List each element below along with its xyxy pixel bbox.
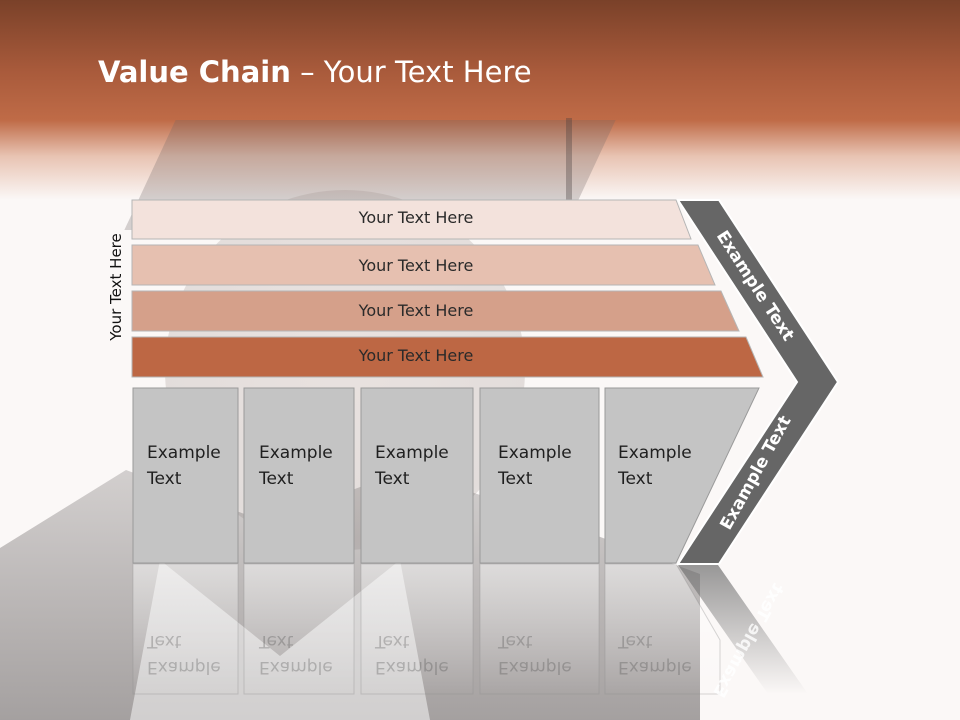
row-label-3: Your Text Here [358, 301, 474, 320]
column-box-3[interactable] [360, 387, 474, 564]
column-text-line1: Example [375, 443, 449, 463]
column-text-line2: Text [375, 469, 410, 489]
column-reflection [604, 563, 721, 695]
column-reflection [132, 563, 239, 695]
reflection-line2: Text [498, 631, 533, 651]
column-text-reflection: Example Text [498, 628, 572, 680]
reflection-line2: Text [259, 631, 294, 651]
column-text-line2: Text [618, 469, 653, 489]
column-text-line2: Text [147, 469, 182, 489]
column-text-line1: Example [618, 443, 692, 463]
reflection-line1: Example [498, 657, 572, 677]
reflection-group [132, 563, 808, 695]
slide-title-bold: Value Chain [98, 55, 291, 89]
column-reflection [243, 563, 355, 695]
row-bar-4[interactable] [131, 336, 764, 378]
column-box-1[interactable] [132, 387, 239, 564]
column-box-5[interactable] [604, 387, 760, 564]
column-text-reflection: Example Text [147, 628, 221, 680]
reflection-line1: Example [375, 657, 449, 677]
reflection-line2: Text [147, 631, 182, 651]
row-bar-1[interactable] [131, 199, 692, 240]
column-text-line1: Example [259, 443, 333, 463]
column-text-reflection: Example Text [375, 628, 449, 680]
row-label-4: Your Text Here [358, 346, 474, 365]
slide-title[interactable]: Value Chain – Your Text Here [98, 55, 532, 89]
column-text-reflection: Example Text [259, 628, 333, 680]
reflection-line1: Example [618, 657, 692, 677]
reflection-line1: Example [147, 657, 221, 677]
column-text-line2: Text [259, 469, 294, 489]
row-label-1: Your Text Here [358, 208, 474, 227]
header-band [0, 0, 960, 200]
column-reflection [360, 563, 474, 695]
row-bar-2[interactable] [131, 244, 716, 286]
row-bar-3[interactable] [131, 290, 740, 332]
column-reflection [479, 563, 600, 695]
column-box-4[interactable] [479, 387, 600, 564]
chevron-reflection [678, 565, 808, 694]
column-text-reflection: Example Text [618, 628, 692, 680]
row-label-2: Your Text Here [358, 256, 474, 275]
slide-title-rest: – Your Text Here [290, 55, 532, 89]
background-photo-tassel [566, 118, 572, 218]
column-text-line2: Text [498, 469, 533, 489]
reflection-line2: Text [375, 631, 410, 651]
column-box-2[interactable] [243, 387, 355, 564]
reflection-line1: Example [259, 657, 333, 677]
column-text-line1: Example [147, 443, 221, 463]
column-text-line1: Example [498, 443, 572, 463]
chevron-shape[interactable] [676, 199, 840, 565]
reflection-line2: Text [618, 631, 653, 651]
